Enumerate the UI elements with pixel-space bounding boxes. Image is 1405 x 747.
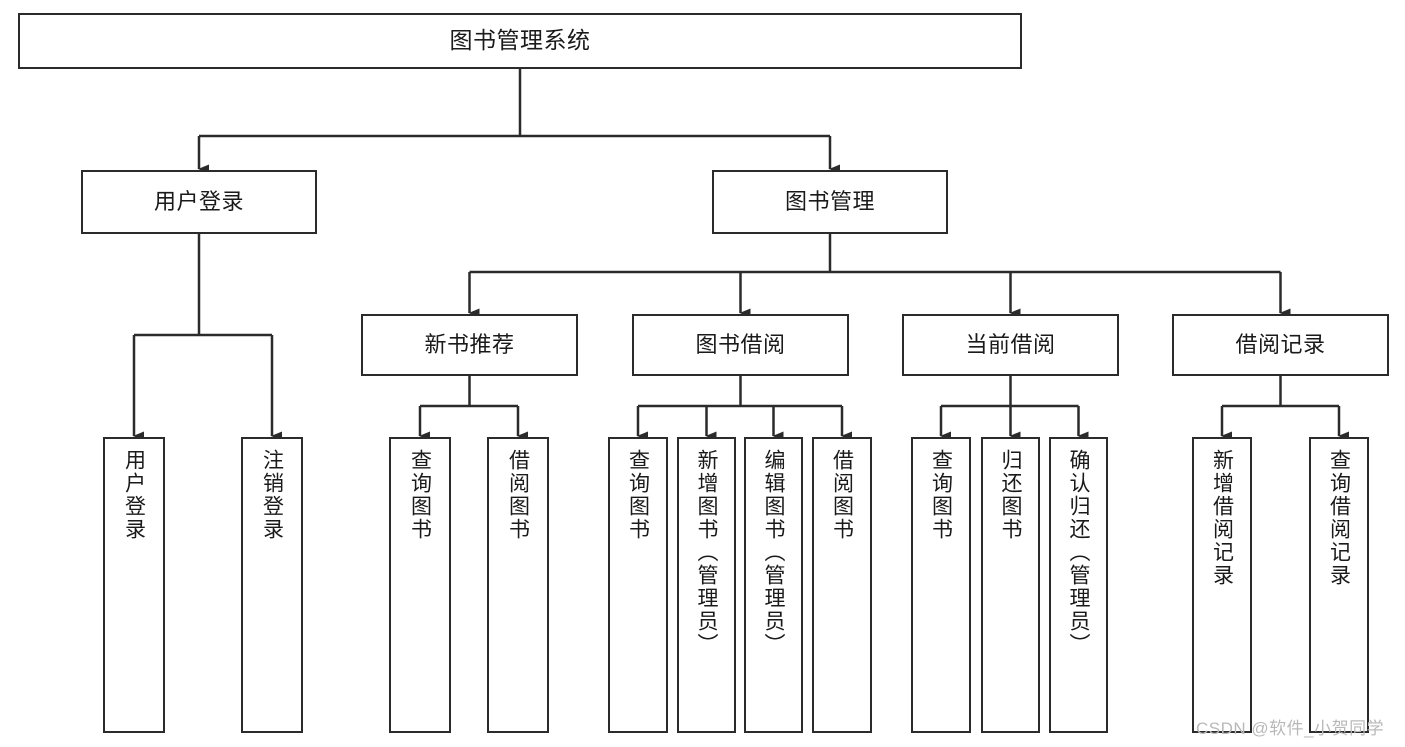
node-root-system[interactable]: 图书管理系统	[18, 13, 1022, 69]
node-leaf-return-book[interactable]: 归还图书	[981, 437, 1040, 733]
node-label: 查询借阅记录	[1327, 449, 1351, 587]
node-book-manage[interactable]: 图书管理	[712, 170, 948, 234]
node-current-borrow[interactable]: 当前借阅	[902, 314, 1119, 376]
node-label: 注销登录	[260, 449, 284, 541]
node-leaf-edit-book[interactable]: 编辑图书（管理员）	[744, 437, 803, 733]
node-leaf-user-login[interactable]: 用户登录	[103, 437, 165, 733]
node-label: 图书借阅	[695, 331, 786, 357]
node-label: 用户登录	[122, 449, 146, 541]
node-leaf-borrow-book-1[interactable]: 借阅图书	[487, 437, 549, 733]
node-label: 确认归还（管理员）	[1067, 449, 1090, 656]
node-leaf-borrow-book-2[interactable]: 借阅图书	[812, 437, 872, 733]
node-new-book-recommend[interactable]: 新书推荐	[361, 314, 578, 376]
node-label: 借阅图书	[830, 449, 854, 541]
node-label: 图书管理	[784, 188, 875, 214]
node-label: 新增图书（管理员）	[695, 449, 718, 656]
node-book-borrow[interactable]: 图书借阅	[632, 314, 849, 376]
node-leaf-query-book-2[interactable]: 查询图书	[608, 437, 668, 733]
node-label: 归还图书	[999, 449, 1022, 541]
node-label: 用户登录	[153, 188, 244, 214]
node-label: 查询图书	[626, 449, 650, 541]
node-leaf-add-book[interactable]: 新增图书（管理员）	[677, 437, 736, 733]
node-borrow-record[interactable]: 借阅记录	[1172, 314, 1389, 376]
node-leaf-query-book-3[interactable]: 查询图书	[911, 437, 971, 733]
node-leaf-add-record[interactable]: 新增借阅记录	[1192, 437, 1252, 733]
node-label: 借阅记录	[1235, 331, 1326, 357]
csdn-watermark: CSDN @软件_小贺同学	[1196, 719, 1385, 738]
node-label: 查询图书	[408, 449, 432, 541]
node-label: 编辑图书（管理员）	[762, 449, 785, 656]
node-leaf-query-book-1[interactable]: 查询图书	[389, 437, 451, 733]
node-label: 查询图书	[929, 449, 953, 541]
node-leaf-logout[interactable]: 注销登录	[241, 437, 303, 733]
node-label: 新书推荐	[424, 331, 515, 357]
node-label: 当前借阅	[965, 331, 1056, 357]
node-label: 借阅图书	[506, 449, 530, 541]
node-label: 图书管理系统	[449, 27, 591, 54]
node-label: 新增借阅记录	[1210, 449, 1234, 587]
node-leaf-confirm-return[interactable]: 确认归还（管理员）	[1049, 437, 1108, 733]
node-user-login[interactable]: 用户登录	[81, 170, 317, 234]
node-leaf-query-record[interactable]: 查询借阅记录	[1309, 437, 1369, 733]
